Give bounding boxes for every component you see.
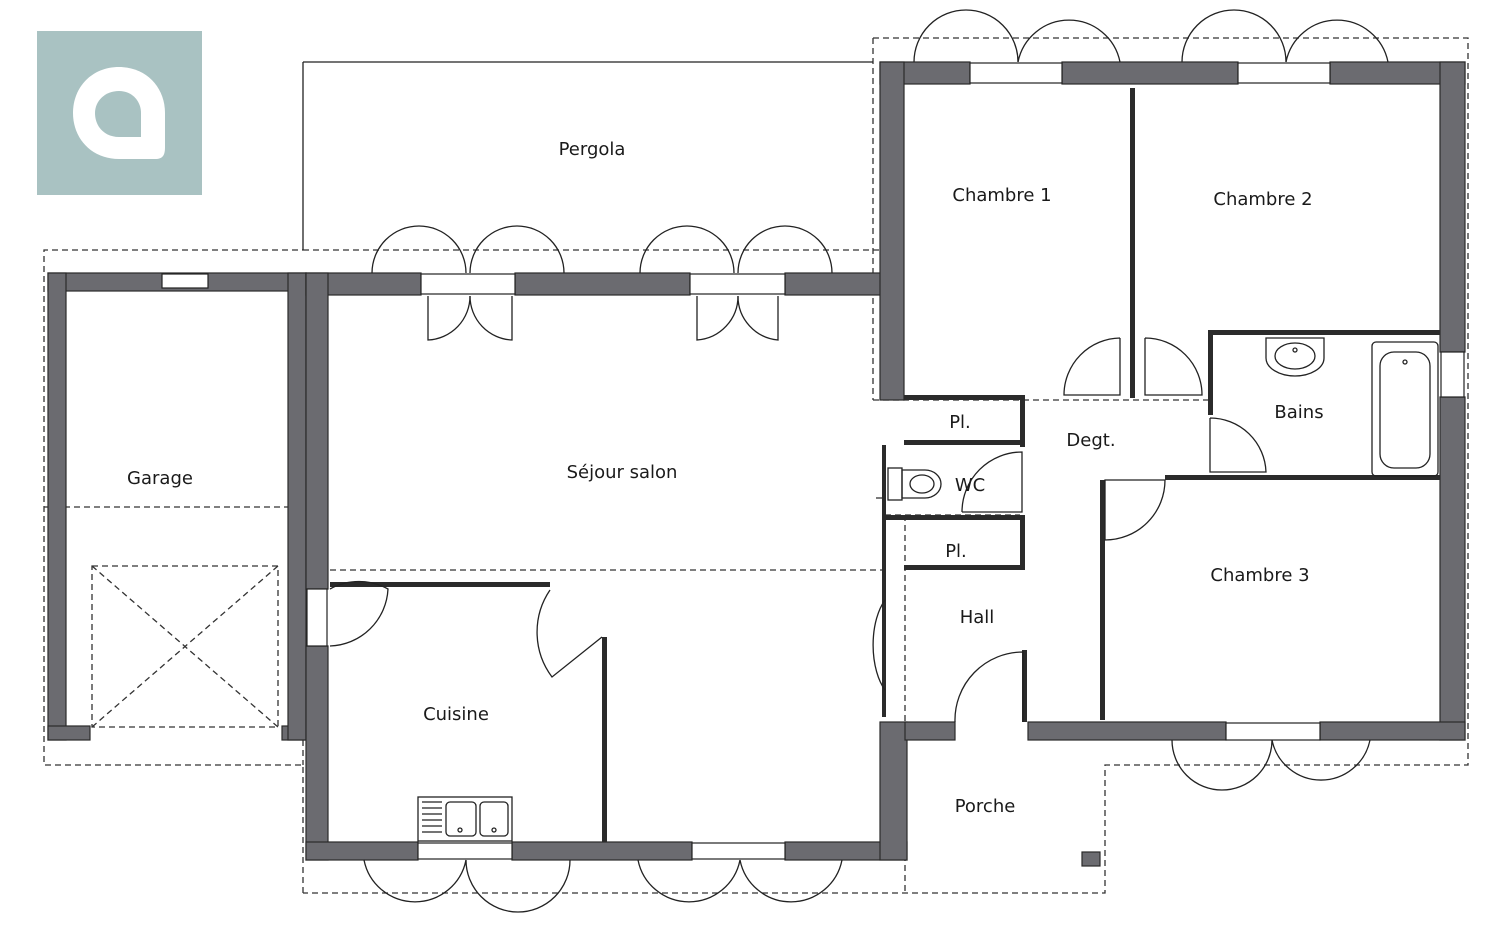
garage-pit bbox=[91, 565, 279, 728]
room-label-cuisine: Cuisine bbox=[423, 704, 489, 725]
room-label-chambre-1: Chambre 1 bbox=[952, 185, 1051, 206]
washbasin-icon bbox=[1265, 337, 1325, 377]
room-label-chambre-3: Chambre 3 bbox=[1210, 565, 1309, 586]
room-label-hall: Hall bbox=[960, 607, 995, 628]
exterior-walls bbox=[47, 61, 1466, 867]
room-label-sejour-salon: Séjour salon bbox=[567, 462, 678, 483]
toilet-icon bbox=[887, 467, 942, 501]
kitchen-sink-icon bbox=[417, 796, 513, 842]
brand-a-icon bbox=[37, 31, 202, 195]
room-label-chambre-2: Chambre 2 bbox=[1213, 189, 1312, 210]
pergola-frame bbox=[302, 61, 873, 250]
windows bbox=[161, 62, 1465, 860]
room-label-pergola: Pergola bbox=[559, 139, 626, 160]
room-label-porche: Porche bbox=[955, 796, 1016, 817]
bathtub-icon bbox=[1371, 341, 1439, 477]
fixtures bbox=[417, 337, 1439, 842]
room-label-bains: Bains bbox=[1274, 402, 1323, 423]
room-label-placard-2: Pl. bbox=[945, 541, 967, 562]
room-labels: Pergola Chambre 1 Chambre 2 Garage Séjou… bbox=[127, 139, 1324, 817]
room-label-placard-1: Pl. bbox=[949, 412, 971, 433]
door-swings bbox=[329, 9, 1389, 913]
room-label-degagement: Degt. bbox=[1066, 430, 1115, 451]
room-label-wc: WC bbox=[955, 475, 985, 496]
interior-partitions bbox=[330, 88, 1440, 842]
roof-outline bbox=[43, 37, 1469, 894]
brand-logo bbox=[37, 31, 202, 195]
room-label-garage: Garage bbox=[127, 468, 193, 489]
